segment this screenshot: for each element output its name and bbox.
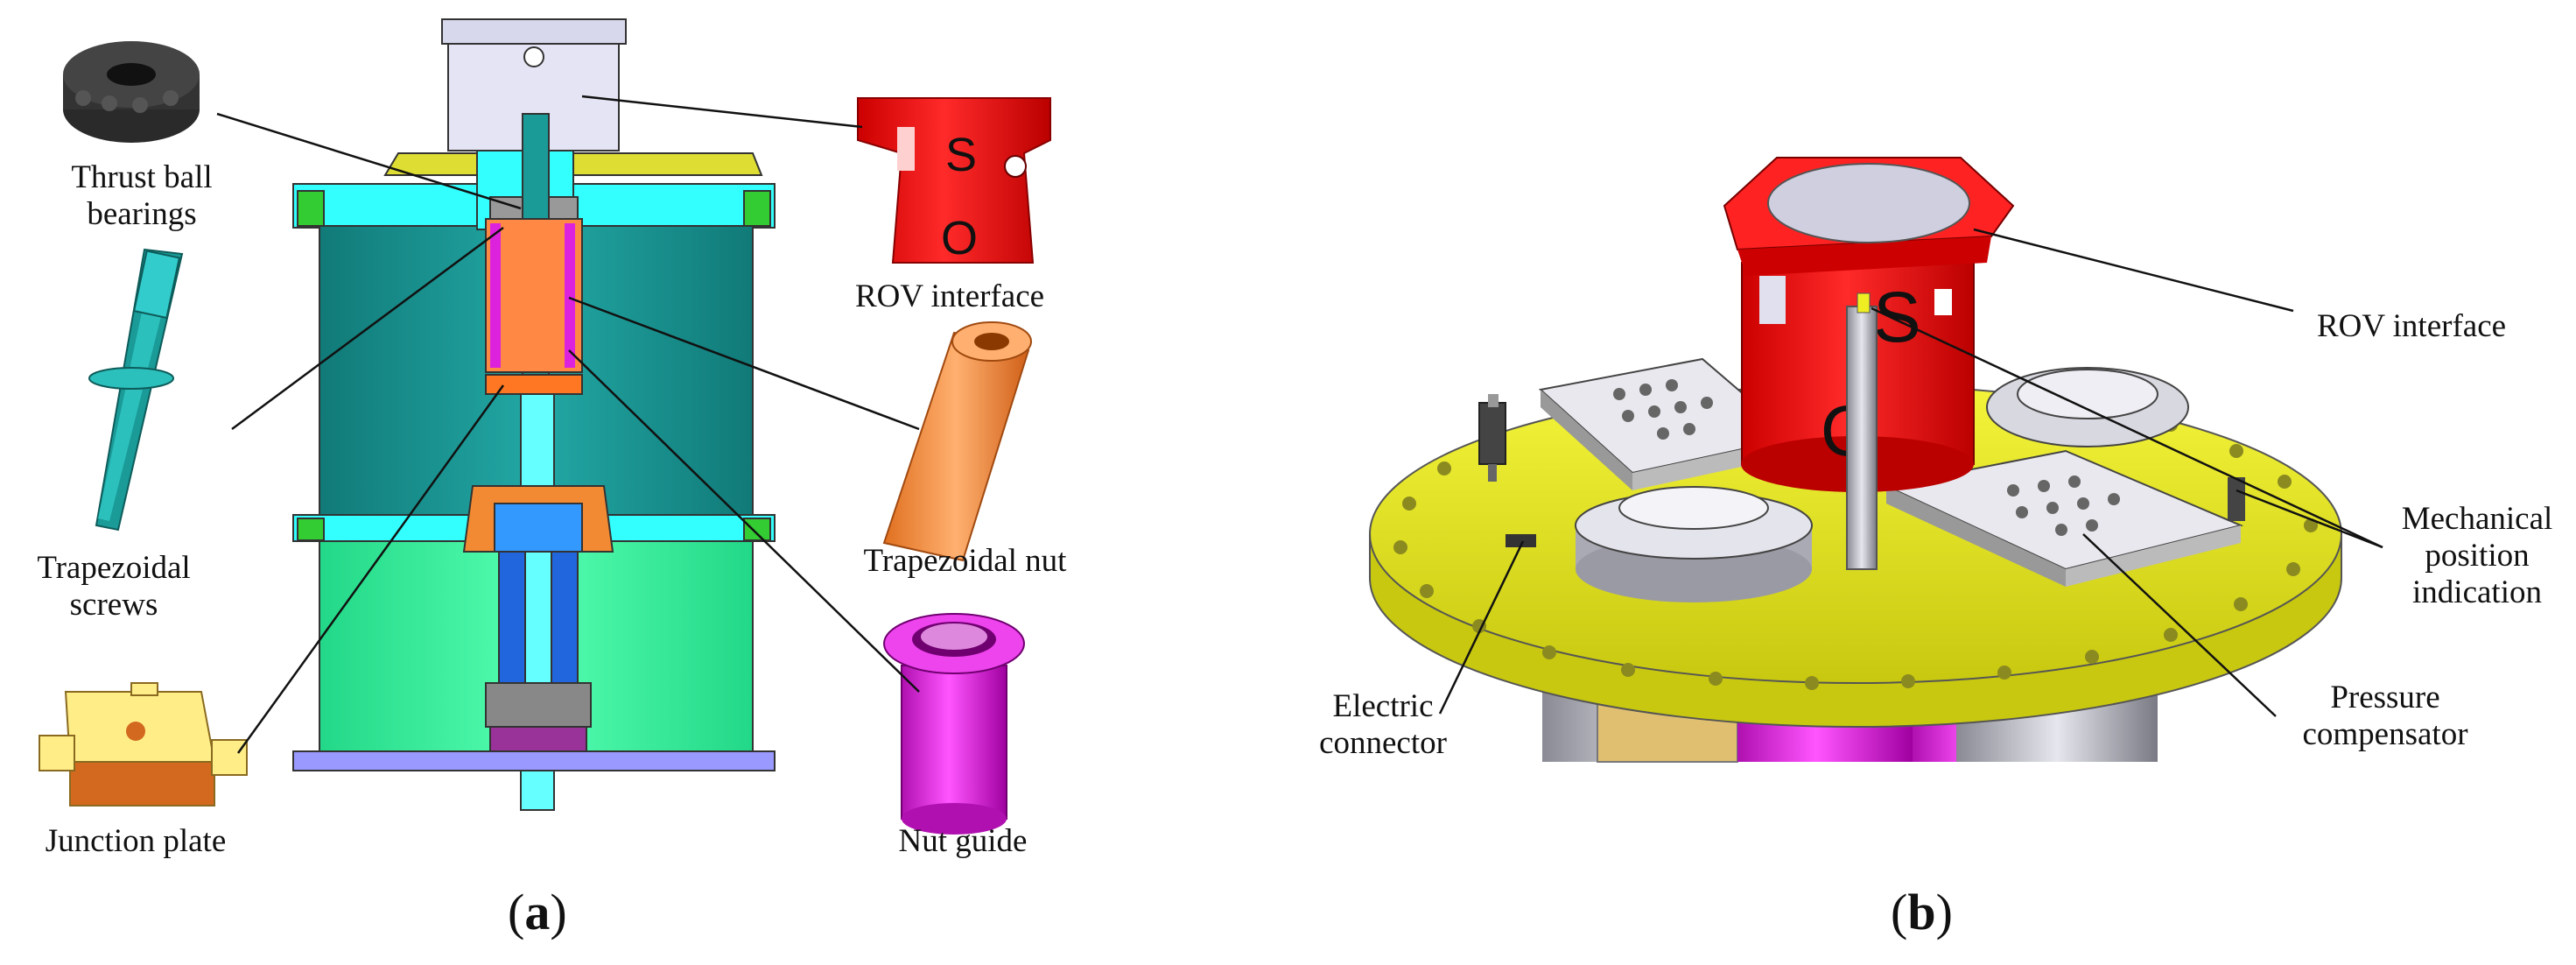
panel-tag-a-letter: a xyxy=(524,884,551,940)
panel-tag-b-letter: b xyxy=(1907,884,1936,940)
rov-mark-o-a: O xyxy=(941,212,978,264)
electric-connector-image xyxy=(1478,394,2245,547)
panel-tag-a-close: ) xyxy=(550,884,567,940)
panel-tag-a: (a) xyxy=(508,886,567,939)
panel-tag-a-open: ( xyxy=(508,884,525,940)
panel-tag-b: (b) xyxy=(1891,886,1953,939)
leader-lines-a xyxy=(216,95,920,754)
pressure-compensator-plates xyxy=(1538,357,2244,587)
label-trapezoidal-nut: Trapezoidal nut xyxy=(863,543,1067,579)
panel-tag-b-open: ( xyxy=(1891,884,1908,940)
trapezoidal-screw-image xyxy=(88,248,184,532)
rov-mark-s-b: S xyxy=(1873,278,1921,357)
label-mechanical-position-indication: Mechanical position indication xyxy=(2401,501,2553,610)
label-pressure-compensator: Pressure compensator xyxy=(2302,680,2468,752)
label-nut-guide: Nut guide xyxy=(898,823,1028,859)
trapezoidal-nut-image xyxy=(882,321,1032,562)
panel-a: S O xyxy=(39,18,1051,835)
panel-b: S O xyxy=(1369,157,2383,763)
junction-plate-image xyxy=(39,682,248,807)
leader-lines-b xyxy=(1438,228,2383,717)
panel-tag-b-close: ) xyxy=(1935,884,1953,940)
position-indicator-rod xyxy=(1846,292,1878,570)
label-trapezoidal-screws: Trapezoidal screws xyxy=(37,550,191,623)
rov-mark-s-a: S xyxy=(945,129,977,181)
label-rov-interface-b: ROV interface xyxy=(2316,308,2507,344)
rov-interface-image-a: S O xyxy=(857,97,1051,264)
thrust-ball-bearing-image xyxy=(63,41,200,143)
actuator-cross-section xyxy=(292,18,776,811)
nut-guide-image xyxy=(883,613,1025,835)
round-covers xyxy=(1575,367,2189,602)
label-thrust-ball-bearings: Thrust ball bearings xyxy=(71,159,213,232)
label-junction-plate: Junction plate xyxy=(45,823,227,859)
label-rov-interface-a: ROV interface xyxy=(854,278,1045,314)
label-electric-connector: Electric connector xyxy=(1319,688,1447,761)
